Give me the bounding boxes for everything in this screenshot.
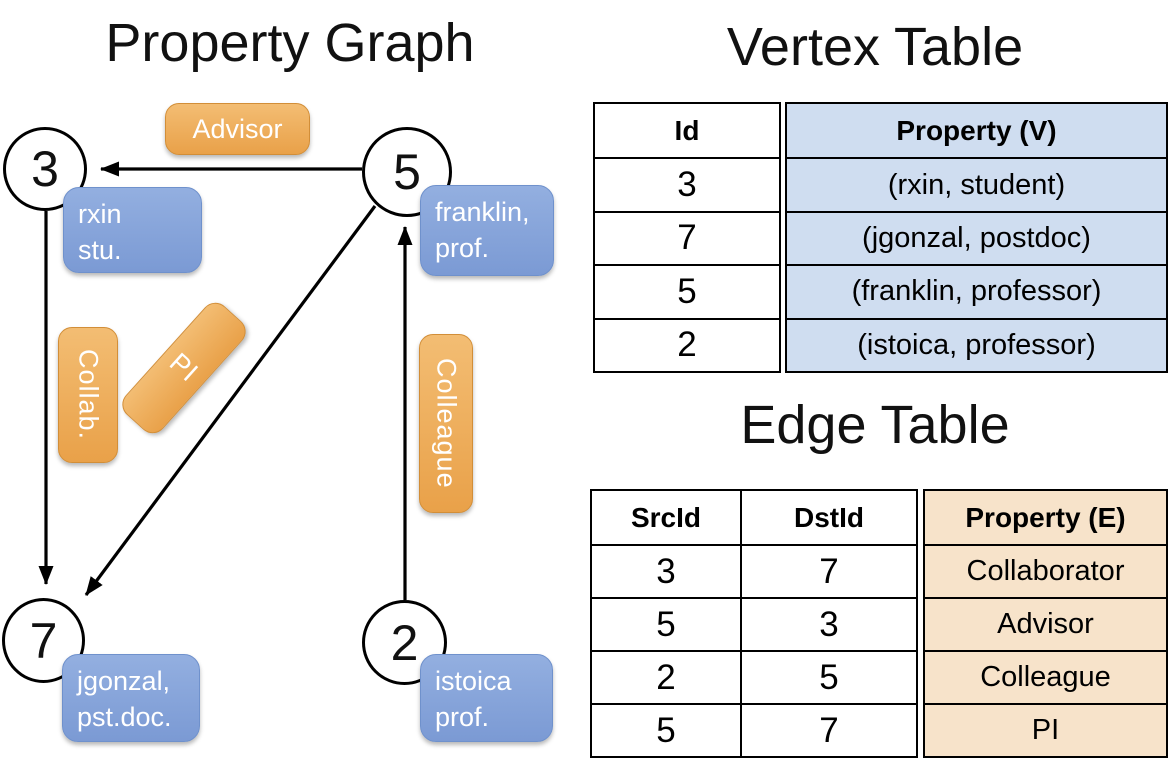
edge-label-colleague: Colleague	[419, 334, 473, 513]
vertex-table-cell-id: 2	[595, 317, 779, 371]
edge-label-text: Colleague	[431, 358, 462, 489]
vertex-table-header-id: Id	[674, 114, 700, 146]
vertex-property-line: rxin	[78, 199, 122, 229]
graph-edges	[38, 161, 413, 600]
vertex-property-line: prof.	[435, 232, 490, 263]
vertex-property-line: stu.	[78, 234, 122, 265]
vertex-property-box-3: rxin stu.	[63, 187, 202, 273]
vertex-table-id-column: Id 3 7 5 2	[593, 102, 781, 373]
edge-table-cell-srcid: 3	[592, 546, 742, 597]
edge-table-cell-property: PI	[925, 703, 1166, 756]
vertex-table-property-column: Property (V) (rxin, student) (jgonzal, p…	[785, 102, 1168, 373]
edge-line-pi-5-to-7	[84, 205, 377, 596]
edge-table-header-dstid: DstId	[794, 501, 864, 533]
vertex-table-header-property: Property (V)	[896, 114, 1057, 146]
node-circle-5: 5	[362, 127, 452, 217]
vertex-property-box-2: istoica prof.	[420, 654, 553, 742]
node-circle-2: 2	[362, 600, 447, 685]
vertex-property-line: prof.	[435, 701, 490, 732]
edge-table-title: Edge Table	[740, 395, 1010, 455]
edge-label-collab: Collab.	[58, 327, 118, 463]
edge-table-cell-srcid: 5	[592, 705, 742, 756]
edge-table-row: 3 7	[592, 544, 916, 597]
edge-table-header-srcid: SrcId	[592, 491, 742, 544]
vertex-property-line: pst.doc.	[77, 701, 172, 732]
node-id-label: 5	[393, 144, 421, 200]
vertex-table-cell-property: (jgonzal, postdoc)	[787, 210, 1166, 264]
edge-label-text: PI	[164, 347, 205, 388]
vertex-property-line: istoica	[435, 666, 512, 696]
edge-label-text: Collab.	[73, 349, 104, 441]
vertex-table-cell-id: 7	[595, 210, 779, 264]
edge-table-id-columns: SrcId DstId 3 7 5 3 2 5 5 7	[590, 489, 918, 758]
property-graph-title: Property Graph	[105, 13, 475, 73]
vertex-property-box-7: jgonzal, pst.doc.	[62, 654, 200, 742]
edge-table-row: 5 3	[592, 597, 916, 650]
vertex-property-line: jgonzal,	[77, 666, 171, 696]
vertex-table-title: Vertex Table	[726, 17, 1024, 77]
node-id-label: 2	[390, 614, 419, 671]
edge-table-cell-srcid: 5	[592, 599, 742, 650]
vertex-table-cell-property: (franklin, professor)	[787, 264, 1166, 317]
edge-label-advisor: Advisor	[165, 103, 310, 155]
edge-table-header-row: SrcId DstId	[592, 491, 916, 544]
edge-label-text: Advisor	[192, 113, 283, 144]
vertex-property-line: franklin,	[435, 197, 530, 227]
edge-table-cell-property: Advisor	[925, 597, 1166, 650]
edge-table-header-property: Property (E)	[965, 501, 1126, 533]
vertex-table-cell-id: 3	[595, 157, 779, 210]
vertex-table-cell-id: 5	[595, 264, 779, 317]
edge-table-property-column: Property (E) Collaborator Advisor Collea…	[923, 489, 1168, 758]
edge-table-row: 2 5	[592, 650, 916, 703]
node-id-label: 3	[31, 141, 59, 197]
edge-table-cell-srcid: 2	[592, 652, 742, 703]
edge-table-cell-property: Colleague	[925, 650, 1166, 703]
edge-table-cell-dstid: 3	[819, 604, 839, 644]
edge-table-cell-dstid: 5	[819, 657, 839, 697]
vertex-property-box-5: franklin, prof.	[420, 185, 554, 276]
node-id-label: 7	[29, 612, 58, 669]
vertex-table-cell-property: (rxin, student)	[787, 157, 1166, 210]
edge-table-row: 5 7	[592, 703, 916, 756]
edge-table-cell-property: Collaborator	[925, 544, 1166, 597]
edge-table-cell-dstid: 7	[819, 551, 839, 591]
edge-table-cell-dstid: 7	[819, 710, 839, 750]
vertex-table-cell-property: (istoica, professor)	[787, 317, 1166, 371]
